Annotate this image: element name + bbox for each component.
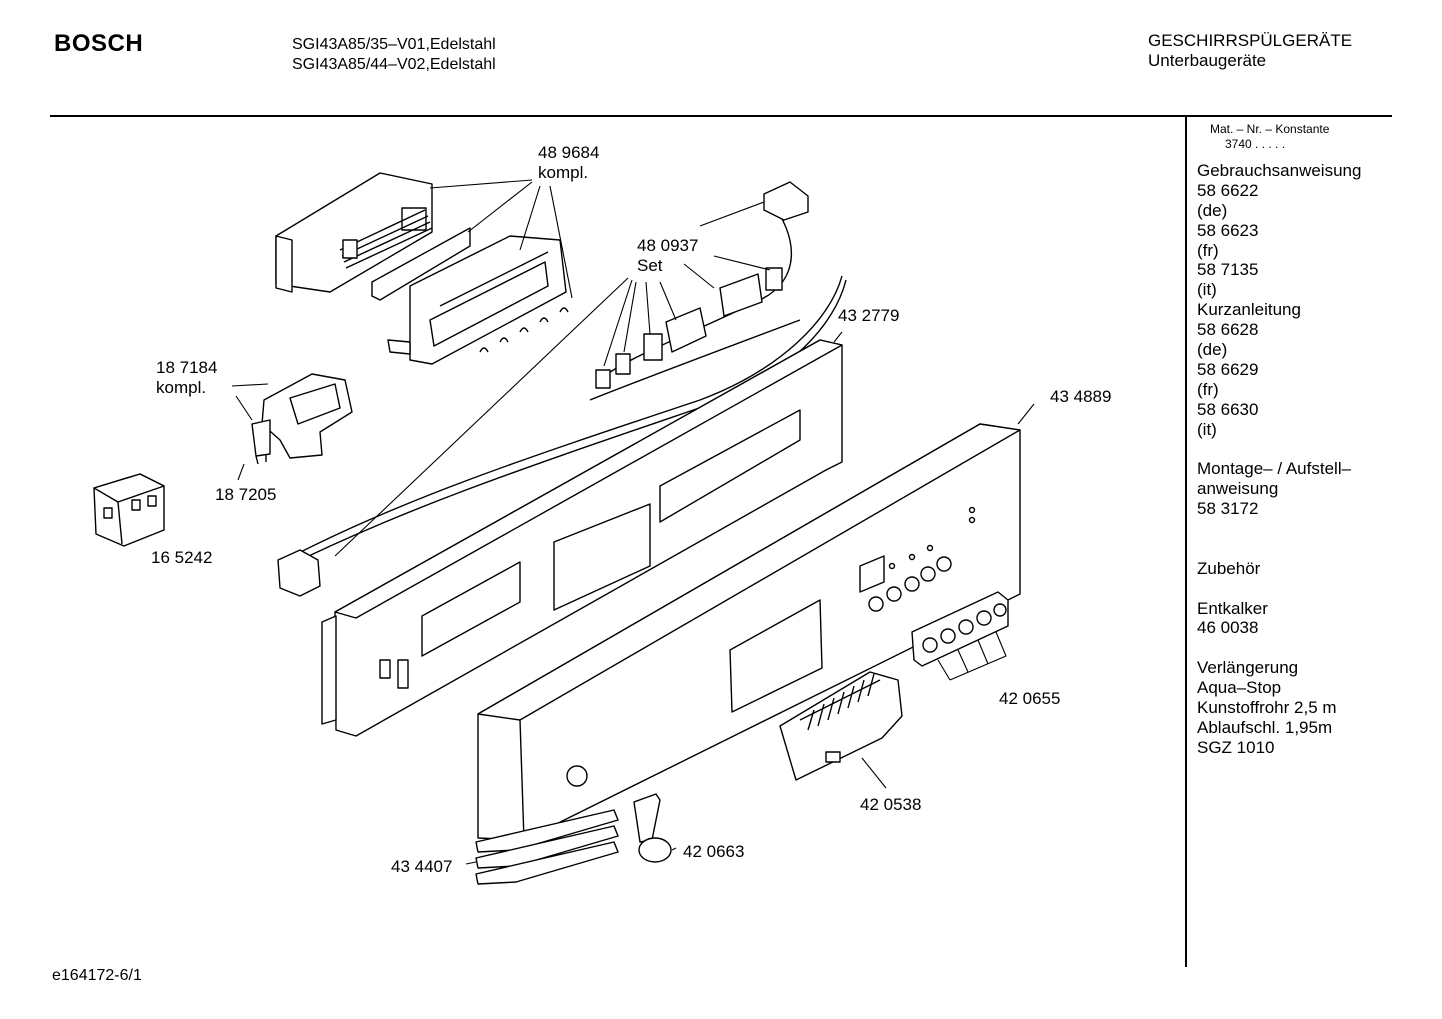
header-divider: [50, 115, 1392, 117]
trim-strip-part: [475, 809, 619, 885]
sidebar-line: 58 7135: [1197, 260, 1259, 280]
control-module-part: [275, 172, 569, 365]
part-label-432779: 43 2779: [838, 306, 900, 325]
model-line-2: SGI43A85/44–V02,Edelstahl: [292, 56, 496, 73]
sidebar-line: (de): [1197, 340, 1228, 360]
part-label-434889: 43 4889: [1050, 387, 1112, 406]
sidebar-header: Mat. – Nr. – Konstante 3740 . . . . .: [1210, 122, 1329, 152]
sidebar-line: anweisung: [1197, 479, 1279, 499]
category-subtitle: Unterbaugeräte: [1148, 51, 1267, 70]
sidebar-line: SGZ 1010: [1197, 737, 1275, 757]
sidebar-line: Aqua–Stop: [1197, 678, 1282, 698]
category-title: GESCHIRRSPÜLGERÄTE: [1148, 31, 1353, 50]
drawing-id: e164172-6/1: [52, 967, 142, 984]
part-label-420655: 42 0655: [999, 689, 1061, 708]
sidebar-line: Gebrauchsanweisung: [1197, 161, 1362, 180]
part-label-434407: 43 4407: [391, 857, 453, 876]
sidebar-divider: [1185, 117, 1187, 967]
sidebar-line: 58 6630: [1197, 399, 1259, 419]
sidebar-line: Ablaufschl. 1,95m: [1197, 717, 1333, 737]
part-label-187205: 18 7205: [215, 485, 277, 504]
terminal-block-part: [93, 473, 165, 547]
sidebar-header-label: Mat. – Nr. – Konstante: [1210, 122, 1330, 136]
sidebar-line: 58 6629: [1197, 359, 1259, 379]
sidebar-header-constant: 3740 . . . . .: [1225, 137, 1286, 151]
cable-harness-part: [277, 181, 847, 597]
sidebar-line: 58 6623: [1197, 220, 1259, 240]
front-fascia-part: [477, 423, 1021, 841]
sidebar-line: 58 6628: [1197, 320, 1259, 340]
sidebar-line: Kurzanleitung: [1197, 300, 1301, 320]
part-label-420663: 42 0663: [683, 842, 745, 861]
sidebar-line: 46 0038: [1197, 618, 1259, 638]
sidebar-line: (it): [1197, 280, 1217, 300]
leader-lines: [231, 179, 1035, 865]
sidebar-line: (de): [1197, 200, 1228, 220]
sidebar-line: (fr): [1197, 240, 1219, 260]
knob-part: [633, 793, 672, 863]
sidebar-line: Zubehör: [1197, 558, 1261, 578]
sidebar-line: Kunstoffrohr 2,5 m: [1197, 698, 1337, 718]
sidebar-line: Entkalker: [1197, 598, 1268, 618]
door-lock-part: [779, 671, 903, 781]
button-set-part: [911, 591, 1009, 667]
sidebar-line: (fr): [1197, 379, 1219, 399]
panel-frame-part: [321, 339, 843, 737]
part-label-420538: 42 0538: [860, 795, 922, 814]
sidebar-line: (it): [1197, 419, 1217, 439]
part-label-165242: 16 5242: [151, 548, 213, 567]
door-switch-part: [251, 373, 353, 465]
brand-logo: BOSCH: [54, 30, 144, 57]
model-line-1: SGI43A85/35–V01,Edelstahl: [292, 36, 496, 53]
sidebar-line: Montage– / Aufstell–: [1197, 459, 1352, 479]
sidebar-line: 58 3172: [1197, 499, 1259, 519]
sidebar-line: 58 6622: [1197, 180, 1259, 200]
sidebar-line: Verlängerung: [1197, 658, 1299, 678]
